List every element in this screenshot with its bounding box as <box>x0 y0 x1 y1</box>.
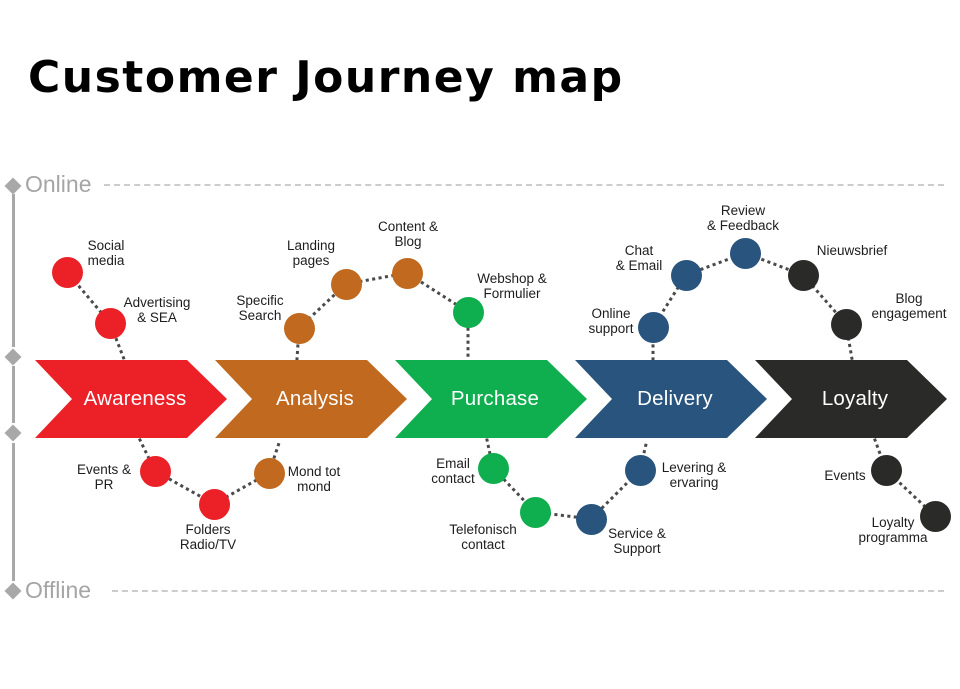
touchpoint-dot-events <box>870 454 902 486</box>
touchpoint-label-review-feedback: Review & Feedback <box>706 203 780 234</box>
touchpoint-dot-email-contact <box>477 452 509 484</box>
touchpoint-label-online-support: Online support <box>588 306 634 337</box>
axis-diamond-mid-top <box>4 348 22 366</box>
stage-label-loyalty: Loyalty <box>821 387 889 410</box>
online-dash-line <box>104 184 944 186</box>
touchpoint-label-content-blog: Content & Blog <box>377 219 439 250</box>
axis-diamond-mid-bottom <box>4 424 22 442</box>
touchpoint-dot-levering-ervaring <box>624 454 656 486</box>
touchpoint-label-social-media: Social media <box>87 238 125 269</box>
stage-label-purchase: Purchase <box>450 387 540 410</box>
touchpoint-label-mond-tot-mond: Mond tot mond <box>287 464 341 495</box>
stage-arrow-analysis: Analysis <box>215 360 407 438</box>
touchpoint-dot-service-support <box>575 503 607 535</box>
offline-axis-label: Offline <box>25 577 92 603</box>
touchpoint-label-landing-pages: Landing pages <box>286 238 336 269</box>
connector-dotted-path-offline-purchase-delivery <box>485 438 649 521</box>
stage-arrow-purchase: Purchase <box>395 360 587 438</box>
offline-dash-line <box>112 590 944 592</box>
axis-diamond-online <box>4 177 22 195</box>
touchpoint-label-blog-engagement: Blog engagement <box>871 291 947 322</box>
touchpoint-dot-blog-engagement <box>830 308 862 340</box>
touchpoint-label-folders-radio-tv: Folders Radio/TV <box>179 522 237 553</box>
touchpoint-dot-online-support <box>637 311 669 343</box>
connector-dotted-path-online-analysis-purchase <box>295 271 470 361</box>
axis-vertical-line <box>12 194 15 347</box>
touchpoint-label-events: Events <box>824 468 866 483</box>
touchpoint-dot-landing-pages <box>330 268 362 300</box>
touchpoint-dot-telefonisch-contact <box>519 496 551 528</box>
touchpoint-label-chat-email: Chat & Email <box>615 243 663 274</box>
axis-vertical-line <box>12 366 15 423</box>
touchpoint-label-service-support: Service & Support <box>608 526 666 557</box>
touchpoint-label-email-contact: Email contact <box>431 456 475 487</box>
axis-vertical-line <box>12 443 15 581</box>
touchpoint-dot-social-media <box>51 256 83 288</box>
touchpoint-dot-chat-email <box>670 259 702 291</box>
touchpoint-label-webshop-formulier: Webshop & Formulier <box>477 271 547 302</box>
stage-arrow-loyalty: Loyalty <box>755 360 947 438</box>
page-title: Customer Journey map <box>28 52 624 103</box>
touchpoint-dot-review-feedback <box>729 237 761 269</box>
touchpoint-dot-content-blog <box>391 257 423 289</box>
touchpoint-dot-nieuwsbrief <box>787 259 819 291</box>
stage-arrow-delivery: Delivery <box>575 360 767 438</box>
touchpoint-label-loyalty-programma: Loyalty programma <box>858 515 928 546</box>
online-axis-label: Online <box>25 171 92 197</box>
touchpoint-label-levering-ervaring: Levering & ervaring <box>661 460 727 491</box>
stage-arrow-awareness: Awareness <box>35 360 227 438</box>
touchpoint-dot-mond-tot-mond <box>253 457 285 489</box>
touchpoint-dot-folders-radio-tv <box>198 488 230 520</box>
stage-label-delivery: Delivery <box>637 387 713 410</box>
touchpoint-label-specific-search: Specific Search <box>236 293 284 324</box>
stage-label-analysis: Analysis <box>276 387 354 410</box>
touchpoint-dot-events-pr <box>139 455 171 487</box>
touchpoint-dot-specific-search <box>283 312 315 344</box>
axis-diamond-offline <box>4 582 22 600</box>
stage-label-awareness: Awareness <box>83 387 187 410</box>
touchpoint-label-advertising-sea: Advertising & SEA <box>123 295 191 326</box>
touchpoint-label-events-pr: Events & PR <box>76 462 132 493</box>
touchpoint-dot-advertising-sea <box>94 307 126 339</box>
touchpoint-label-telefonisch-contact: Telefonisch contact <box>449 522 517 553</box>
touchpoint-label-nieuwsbrief: Nieuwsbrief <box>816 243 888 258</box>
